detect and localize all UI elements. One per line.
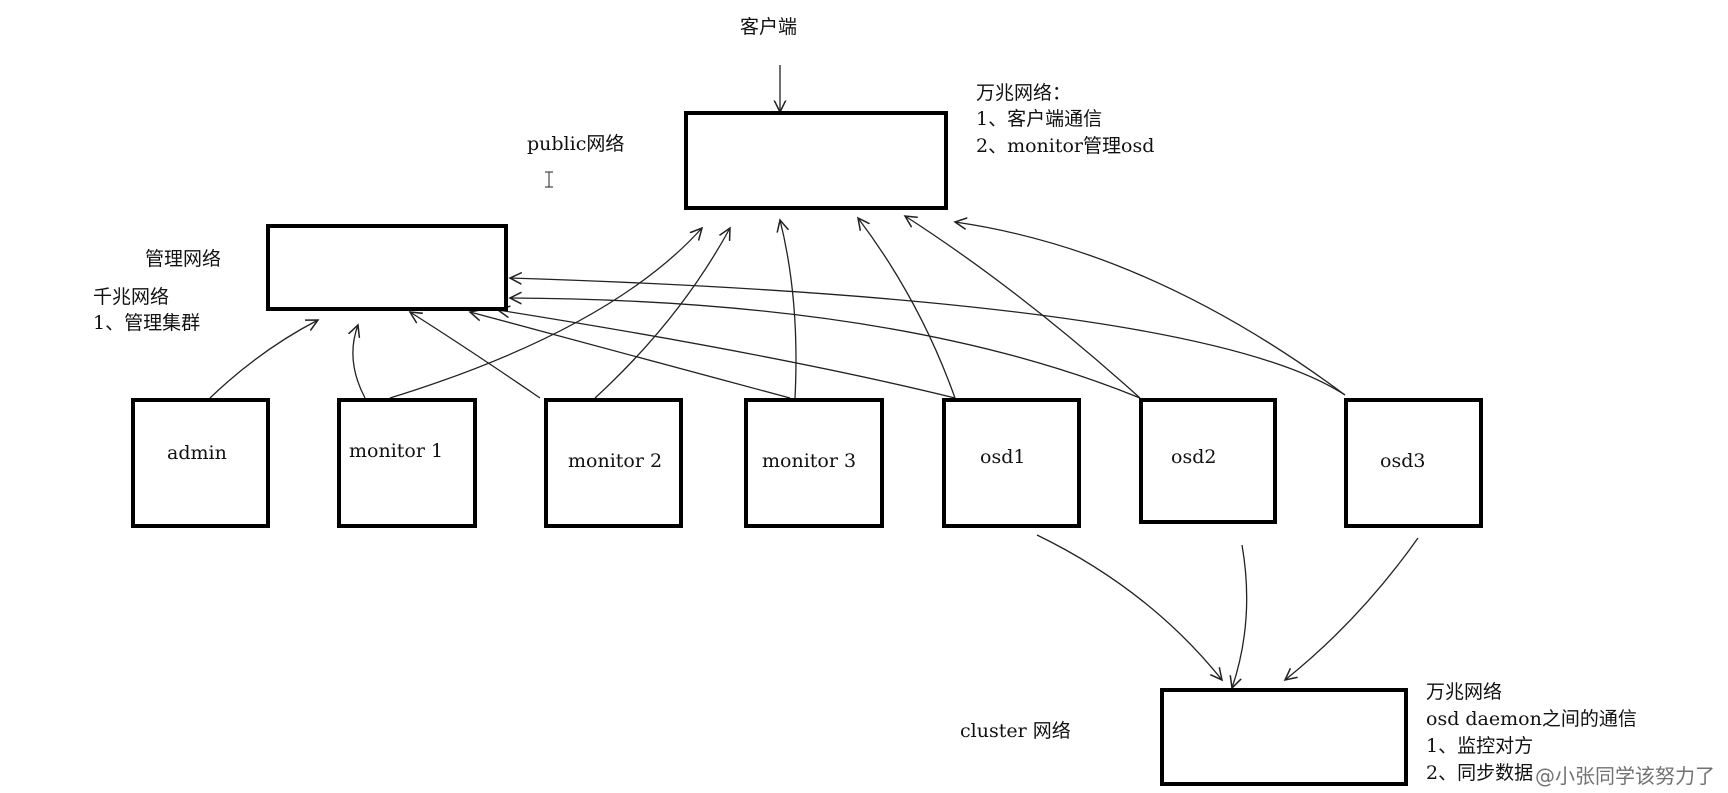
note-line: 1、监控对方 <box>1426 735 1534 757</box>
node-admin: admin <box>131 398 270 528</box>
osd1-to-mgmt <box>498 310 956 399</box>
node-label: monitor 1 <box>349 440 444 462</box>
management-network-label: 管理网络 <box>145 248 222 270</box>
monitor2-to-public <box>594 228 730 399</box>
note-line: 万兆网络： <box>976 82 1072 104</box>
node-monitor3: monitor 3 <box>744 398 884 528</box>
cluster-network-label: cluster 网络 <box>960 720 1071 742</box>
monitor3-to-public <box>780 220 797 399</box>
note-line: 1、客户端通信 <box>976 108 1103 130</box>
client-label: 客户端 <box>740 16 798 38</box>
note-line: osd daemon之间的通信 <box>1426 708 1637 730</box>
text-cursor-icon <box>545 171 553 188</box>
node-label: osd3 <box>1380 450 1426 472</box>
note-line: 千兆网络 <box>93 286 170 308</box>
note-line: 2、monitor管理osd <box>976 135 1155 157</box>
monitor3-to-mgmt <box>470 312 791 399</box>
public-network-switch <box>684 111 948 210</box>
osd1-to-public <box>858 218 956 399</box>
node-label: admin <box>167 442 227 464</box>
node-label: osd2 <box>1171 446 1217 468</box>
cluster-network-switch <box>1160 688 1408 786</box>
osd1-to-cluster <box>1036 534 1222 680</box>
node-osd2: osd2 <box>1139 398 1277 524</box>
admin-to-mgmt <box>209 320 318 399</box>
monitor1-to-public <box>389 228 702 399</box>
node-monitor1: monitor 1 <box>337 398 477 528</box>
monitor2-to-mgmt <box>410 312 541 399</box>
node-osd1: osd1 <box>942 398 1081 528</box>
note-line: 2、同步数据 <box>1426 762 1534 784</box>
osd2-to-mgmt <box>510 298 1141 399</box>
node-label: osd1 <box>980 446 1026 468</box>
watermark: @小张同学该努力了 <box>1535 764 1715 788</box>
note-line: 万兆网络 <box>1426 681 1503 703</box>
monitor1-to-mgmt <box>353 325 366 399</box>
node-monitor2: monitor 2 <box>544 398 683 528</box>
osd3-to-public <box>955 222 1346 396</box>
node-label: monitor 3 <box>762 450 857 472</box>
node-osd3: osd3 <box>1344 398 1483 528</box>
osd3-to-cluster <box>1285 537 1419 680</box>
osd2-to-cluster <box>1232 544 1248 688</box>
note-line: 1、管理集群 <box>93 312 201 334</box>
public-network-label: public网络 <box>527 133 625 155</box>
osd2-to-public <box>905 216 1141 399</box>
management-network-switch <box>266 224 508 311</box>
node-label: monitor 2 <box>568 450 663 472</box>
osd3-to-mgmt <box>510 278 1346 396</box>
